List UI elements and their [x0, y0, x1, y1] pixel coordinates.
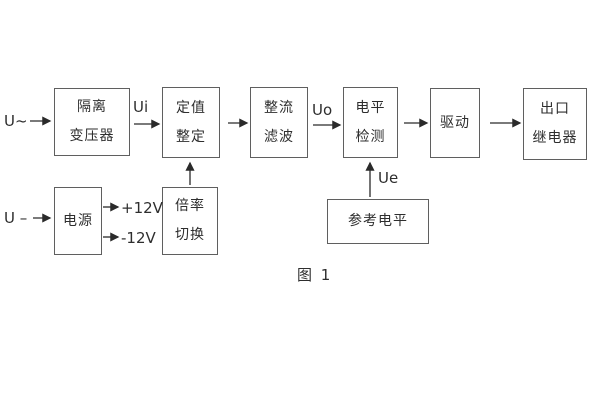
- signal-label-ui: Ui: [133, 98, 149, 116]
- block-label: 电源: [63, 212, 93, 229]
- block-level-detect: 电平 检测: [343, 87, 398, 158]
- signal-label-ue: Ue: [378, 169, 399, 187]
- block-label: 滤波: [264, 128, 294, 145]
- block-isolation-transformer: 隔离 变压器: [54, 88, 130, 156]
- block-output-relay: 出口 继电器: [523, 88, 587, 160]
- block-reference-level: 参考电平: [327, 199, 429, 244]
- block-label: 检测: [355, 128, 386, 145]
- signal-label-minus12v: -12V: [121, 229, 156, 247]
- block-setpoint-adjust: 定值 整定: [162, 87, 220, 158]
- block-label: 整流: [264, 99, 294, 116]
- block-label: 参考电平: [348, 213, 408, 229]
- figure-caption: 图 1: [297, 266, 333, 284]
- block-label: 整定: [176, 128, 206, 145]
- block-label: 倍率: [175, 198, 205, 214]
- block-label: 变压器: [69, 128, 115, 144]
- signal-label-u-dc: U –: [4, 209, 28, 227]
- block-power-supply: 电源: [54, 187, 102, 255]
- block-driver: 驱动: [430, 88, 480, 158]
- block-label: 定值: [176, 99, 206, 116]
- signal-label-u-ac: U~: [4, 112, 28, 130]
- block-label: 切换: [175, 227, 205, 243]
- signal-label-plus12v: +12V: [121, 199, 163, 217]
- block-ratio-switch: 倍率 切换: [162, 187, 218, 255]
- block-label: 电平: [355, 99, 386, 116]
- signal-label-uo: Uo: [312, 101, 333, 119]
- block-label: 隔离: [77, 99, 107, 115]
- block-label: 出口: [540, 101, 570, 117]
- block-rectifier-filter: 整流 滤波: [250, 87, 308, 158]
- block-label: 驱动: [440, 114, 470, 131]
- block-label: 继电器: [532, 130, 578, 146]
